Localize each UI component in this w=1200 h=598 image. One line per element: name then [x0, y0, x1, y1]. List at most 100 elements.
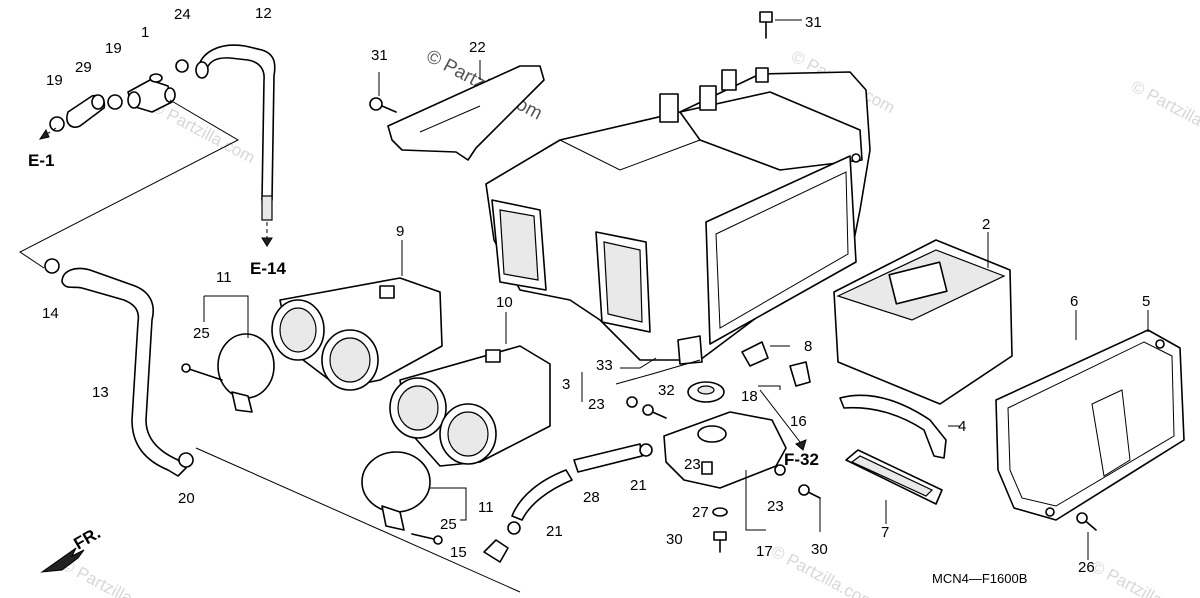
- callout-1: 1: [141, 24, 149, 41]
- funnel-9-tab: [379, 285, 395, 299]
- callout-21-upper: 21: [630, 477, 647, 494]
- callout-20: 20: [178, 490, 195, 507]
- callout-23-center: 23: [684, 456, 701, 473]
- callout-3: 3: [562, 376, 570, 393]
- case-side-frame: [715, 171, 849, 329]
- small-fittings: [581, 341, 811, 451]
- bolt-31-top: [759, 11, 802, 39]
- group-bracket-bottom: [195, 447, 521, 593]
- callout-19-left: 19: [46, 72, 63, 89]
- callout-11-upper: 11: [216, 269, 232, 286]
- element-2-inlet: [888, 261, 948, 305]
- callout-30-right: 30: [811, 541, 828, 558]
- callout-15: 15: [450, 544, 467, 561]
- leader-11-lower: [430, 487, 467, 521]
- callout-24: 24: [174, 6, 191, 23]
- bolt-31-left-shaft: [381, 105, 397, 113]
- cover-5-screw-hole-2: [1045, 507, 1055, 517]
- plug-15: [483, 539, 509, 563]
- grommet-18-hole: [697, 385, 715, 395]
- case-side-opening: [705, 155, 857, 345]
- callout-13: 13: [92, 384, 109, 401]
- case-drain-tab: [677, 335, 703, 365]
- clip-20: [178, 452, 194, 468]
- arrow-e14-head: [261, 237, 273, 247]
- tube-29-end: [91, 94, 105, 110]
- callout-23-right: 23: [767, 498, 784, 515]
- hose-12: [197, 44, 276, 201]
- strap-4: [839, 394, 960, 459]
- band-11-lower-clamp: [381, 505, 405, 531]
- case-post-1: [659, 93, 679, 123]
- callout-25-lower: 25: [440, 516, 457, 533]
- callout-18: 18: [741, 388, 758, 405]
- t-joint-1-port-top: [149, 73, 163, 83]
- bracket-22-plate: [387, 65, 545, 161]
- callout-26: 26: [1078, 559, 1095, 576]
- bracket-22: [387, 60, 545, 161]
- callout-22: 22: [469, 39, 486, 56]
- callout-27: 27: [692, 504, 709, 521]
- bolt-32-head: [642, 404, 654, 416]
- bolt-31-left: [369, 72, 397, 113]
- breather-hose-13: [44, 258, 521, 593]
- hose-12-end: [195, 61, 209, 79]
- drain-tank-17: [663, 411, 787, 531]
- drain-tank-bolt-23: [774, 464, 786, 476]
- drain-tank-cap: [697, 425, 727, 443]
- callout-29: 29: [75, 59, 92, 76]
- ref-f32: F-32: [784, 450, 819, 469]
- plate-7: [845, 449, 943, 524]
- arrow-e1-line: [43, 127, 57, 137]
- screw-25-upper: [185, 367, 223, 381]
- funnel-9-mouth-2-inner: [329, 337, 371, 383]
- callout-17: 17: [756, 543, 773, 560]
- callout-8: 8: [804, 338, 812, 355]
- callout-10: 10: [496, 294, 513, 311]
- tube-28: [573, 443, 643, 473]
- drain-tank-nozzle: [701, 461, 713, 475]
- funnel-9-mouth-1-inner: [279, 307, 317, 353]
- t-joint-1-port-right: [164, 87, 176, 103]
- callout-32: 32: [658, 382, 675, 399]
- callout-12: 12: [255, 5, 272, 22]
- band-11-lower: [361, 451, 467, 545]
- front-arrow-icon: [40, 547, 85, 573]
- clip-19-left: [49, 116, 65, 132]
- clip-21-lower: [507, 521, 521, 535]
- band-11-lower-ring: [361, 451, 431, 513]
- air-cleaner-element-2: [833, 232, 1013, 405]
- callout-33: 33: [596, 357, 613, 374]
- bolt-31-left-head: [369, 97, 383, 111]
- callout-23-left: 23: [588, 396, 605, 413]
- callout-7: 7: [881, 524, 889, 541]
- leader-17: [745, 470, 766, 531]
- cover-5-body: [995, 329, 1185, 521]
- screw-25-lower-head: [433, 535, 443, 545]
- callout-4: 4: [958, 418, 966, 435]
- bracket-22-slot: [419, 105, 481, 133]
- callout-31-left: 31: [371, 47, 388, 64]
- callout-31-top: 31: [805, 14, 822, 31]
- callout-11-lower: 11: [478, 499, 494, 516]
- bolt-30-right-head: [798, 484, 810, 496]
- collar-23-upper: [626, 396, 638, 408]
- plate-7-inner: [850, 455, 934, 497]
- cover-5-rib: [1091, 389, 1131, 477]
- hose-12-sleeve: [261, 195, 273, 221]
- clip-21-upper: [639, 443, 653, 457]
- strap-4-body: [839, 394, 947, 459]
- callout-5: 5: [1142, 293, 1150, 310]
- air-cleaner-case: [485, 67, 871, 365]
- drain-tank-body: [663, 411, 787, 489]
- diagram-code: MCN4—F1600B: [932, 571, 1027, 586]
- callout-30-left: 30: [666, 531, 683, 548]
- t-joint-1-port: [127, 91, 141, 109]
- funnel-10-tab: [485, 349, 501, 363]
- case-screw-hole: [851, 153, 861, 163]
- band-11-upper: [181, 295, 275, 413]
- callout-16: 16: [790, 413, 807, 430]
- leader-33: [620, 357, 657, 369]
- callout-14: 14: [42, 305, 59, 322]
- group-bracket-top: [19, 99, 240, 269]
